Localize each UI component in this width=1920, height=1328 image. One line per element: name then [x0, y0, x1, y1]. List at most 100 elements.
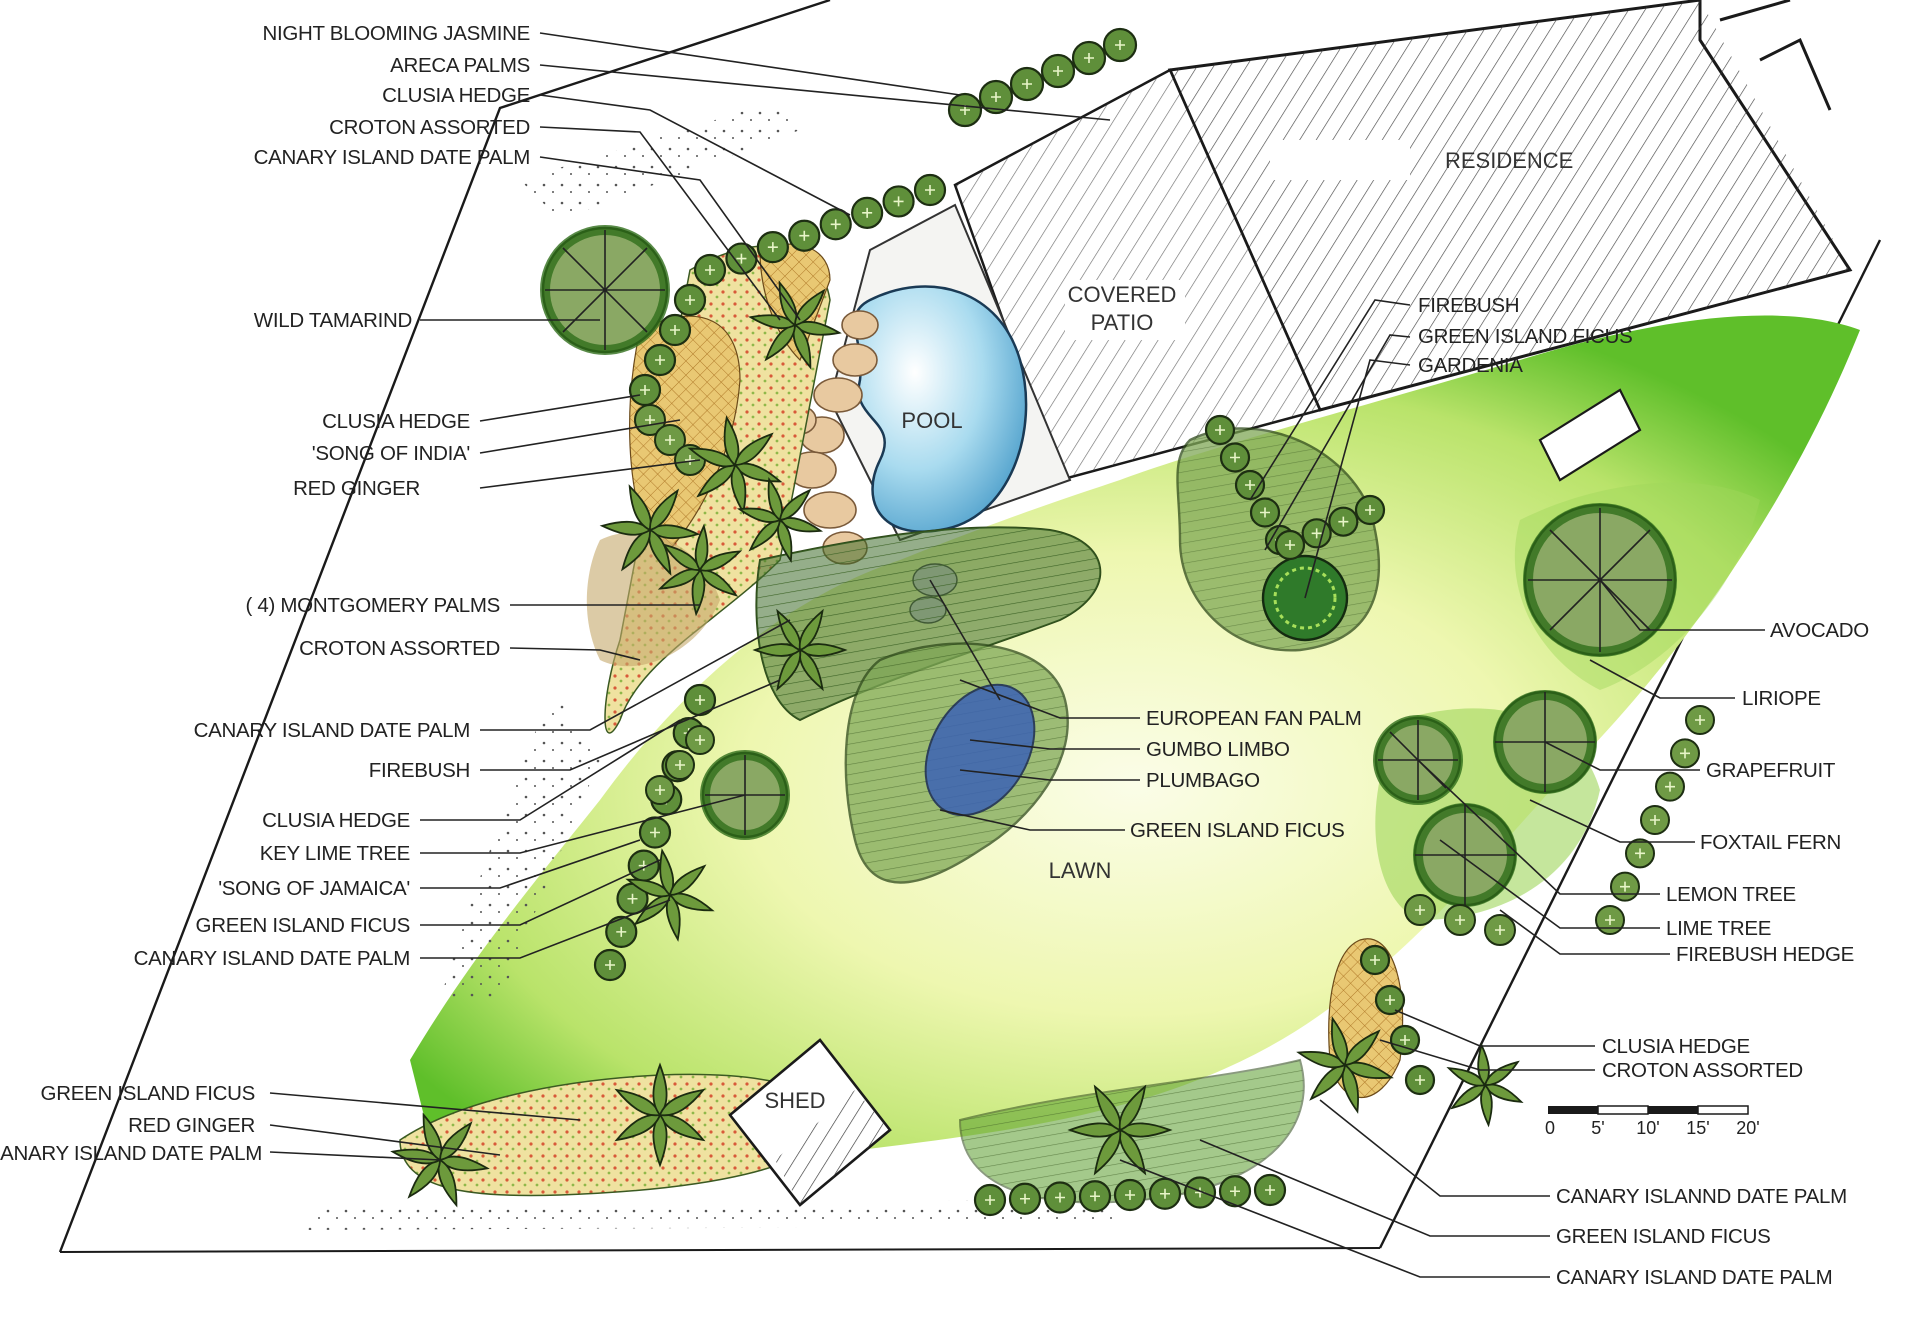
residence-label: RESIDENCE [1445, 148, 1573, 173]
shrub-marker [1215, 425, 1225, 435]
palm-symbol [736, 476, 824, 564]
shrub-marker [650, 827, 660, 838]
shrub-marker [685, 295, 695, 305]
label-canary-island-date-palm: CANARY ISLAND DATE PALM [254, 146, 530, 169]
shrub-marker [1370, 955, 1380, 965]
label-wild-tamarind: WILD TAMARIND [254, 309, 412, 332]
shrub-marker [670, 325, 680, 335]
shrub-marker [1125, 1190, 1135, 1200]
lawn-label: LAWN [1049, 858, 1112, 883]
shrub-marker [893, 196, 904, 207]
shrub-marker [1265, 1185, 1275, 1195]
palms [390, 280, 1524, 1208]
shrub-marker [736, 253, 747, 264]
shrub-marker [655, 785, 665, 795]
label-red-ginger: RED GINGER [293, 477, 420, 500]
grapefruit-tree [1493, 690, 1597, 794]
label-plumbago: PLUMBAGO [1146, 769, 1260, 792]
label-croton-assorted: CROTON ASSORTED [329, 116, 530, 139]
shrub-marker [695, 695, 705, 705]
shrub-marker [645, 415, 655, 425]
shrub-marker [925, 185, 935, 195]
label-firebush-hedge: FIREBUSH HEDGE [1676, 943, 1854, 966]
shrub-marker [1311, 528, 1322, 539]
palm-symbol [752, 608, 848, 692]
patio-label-line2: PATIO [1091, 310, 1154, 335]
label-clusia-hedge: CLUSIA HEDGE [1602, 1035, 1750, 1058]
label-firebush: FIREBUSH [1418, 294, 1519, 317]
label-croton-assorted: CROTON ASSORTED [1602, 1059, 1803, 1082]
label-firebush: FIREBUSH [369, 759, 470, 782]
shed: SHED [728, 1038, 892, 1207]
scale-tick-0: 0 [1545, 1118, 1555, 1138]
label-montgomery-palms: ( 4) MONTGOMERY PALMS [245, 594, 500, 617]
label-song-of-india: 'SONG OF INDIA' [312, 442, 470, 465]
shrub-marker [695, 735, 705, 745]
label-green-island-ficus: GREEN ISLAND FICUS [1130, 819, 1344, 842]
scale-tick-5: 5' [1591, 1118, 1604, 1138]
patio-label-line1: COVERED [1068, 282, 1177, 307]
bench [1538, 388, 1642, 482]
plant-labels-center: FIREBUSH GREEN ISLAND FICUS GARDENIA EUR… [1130, 294, 1633, 842]
shrub-marker [627, 893, 638, 904]
flagstone-pavers [783, 310, 879, 565]
label-clusia-hedge: CLUSIA HEDGE [262, 809, 410, 832]
palm-symbol [614, 1062, 706, 1168]
label-clusia-hedge: CLUSIA HEDGE [382, 84, 530, 107]
palm-symbol [1446, 1042, 1524, 1128]
shrub-marker [1455, 915, 1465, 925]
residence: RESIDENCE [1167, 0, 1853, 412]
label-grapefruit: GRAPEFRUIT [1706, 759, 1836, 782]
label-lime-tree: LIME TREE [1666, 917, 1771, 940]
shrub-marker [985, 1195, 995, 1205]
shrub-marker [1338, 516, 1349, 527]
palm-symbol [687, 415, 783, 515]
label-canary-island-date-palm: CANARY ISLAND DATE PALM [134, 947, 410, 970]
plant-labels-left: NIGHT BLOOMING JASMINE ARECA PALMS CLUSI… [0, 22, 530, 1165]
shrub-marker [1260, 507, 1270, 518]
covered-patio: COVERED PATIO [953, 68, 1322, 482]
shrub-marker [685, 455, 695, 465]
palm-symbol [1296, 1016, 1394, 1114]
palm-symbol [1067, 1084, 1173, 1176]
shrub-marker [1650, 815, 1660, 825]
label-avocado: AVOCADO [1770, 619, 1869, 642]
trees [540, 225, 1677, 907]
shrub-marker [1695, 715, 1705, 725]
shrub-marker [1365, 505, 1375, 515]
shrub-marker [1285, 540, 1295, 550]
scale-tick-10: 10' [1636, 1118, 1659, 1138]
label-green-island-ficus: GREEN ISLAND FICUS [1556, 1225, 1770, 1248]
shrub-marker [616, 926, 627, 937]
shrub-marker [862, 207, 873, 218]
shrub-marker [767, 242, 778, 253]
shrub-marker [1053, 66, 1063, 76]
label-green-island-ficus: GREEN ISLAND FICUS [1418, 325, 1632, 348]
shrub-marker [1620, 881, 1630, 892]
scale-tick-20: 20' [1736, 1118, 1759, 1138]
pool-label: POOL [901, 408, 962, 433]
shrub-marker [705, 265, 715, 275]
shrub-marker [1605, 915, 1615, 925]
lime-tree [1413, 803, 1517, 907]
shrub-marker [1160, 1188, 1170, 1199]
label-green-island-ficus: GREEN ISLAND FICUS [41, 1082, 255, 1105]
palm-symbol [657, 523, 743, 617]
shrub-marker [1665, 781, 1675, 792]
shrub-marker [1084, 53, 1094, 63]
label-red-ginger: RED GINGER [128, 1114, 255, 1137]
shrub-marker [1115, 40, 1125, 50]
label-canary-island-date-palm: CANARY ISLAND DATE PALM [194, 719, 470, 742]
shed-label: SHED [764, 1088, 825, 1113]
shrub-marker [665, 435, 675, 445]
label-clusia-hedge: CLUSIA HEDGE [322, 410, 470, 433]
gravel-edge-bottom [300, 1200, 1120, 1230]
label-green-island-ficus: GREEN ISLAND FICUS [196, 914, 410, 937]
label-key-lime-tree: KEY LIME TREE [260, 842, 410, 865]
shrub-marker [830, 219, 841, 230]
scale-tick-15: 15' [1686, 1118, 1709, 1138]
shrub-marker [1245, 480, 1255, 490]
label-croton-assorted: CROTON ASSORTED [299, 637, 500, 660]
shrub-marker [991, 92, 1001, 102]
shrub-marker [799, 230, 810, 241]
